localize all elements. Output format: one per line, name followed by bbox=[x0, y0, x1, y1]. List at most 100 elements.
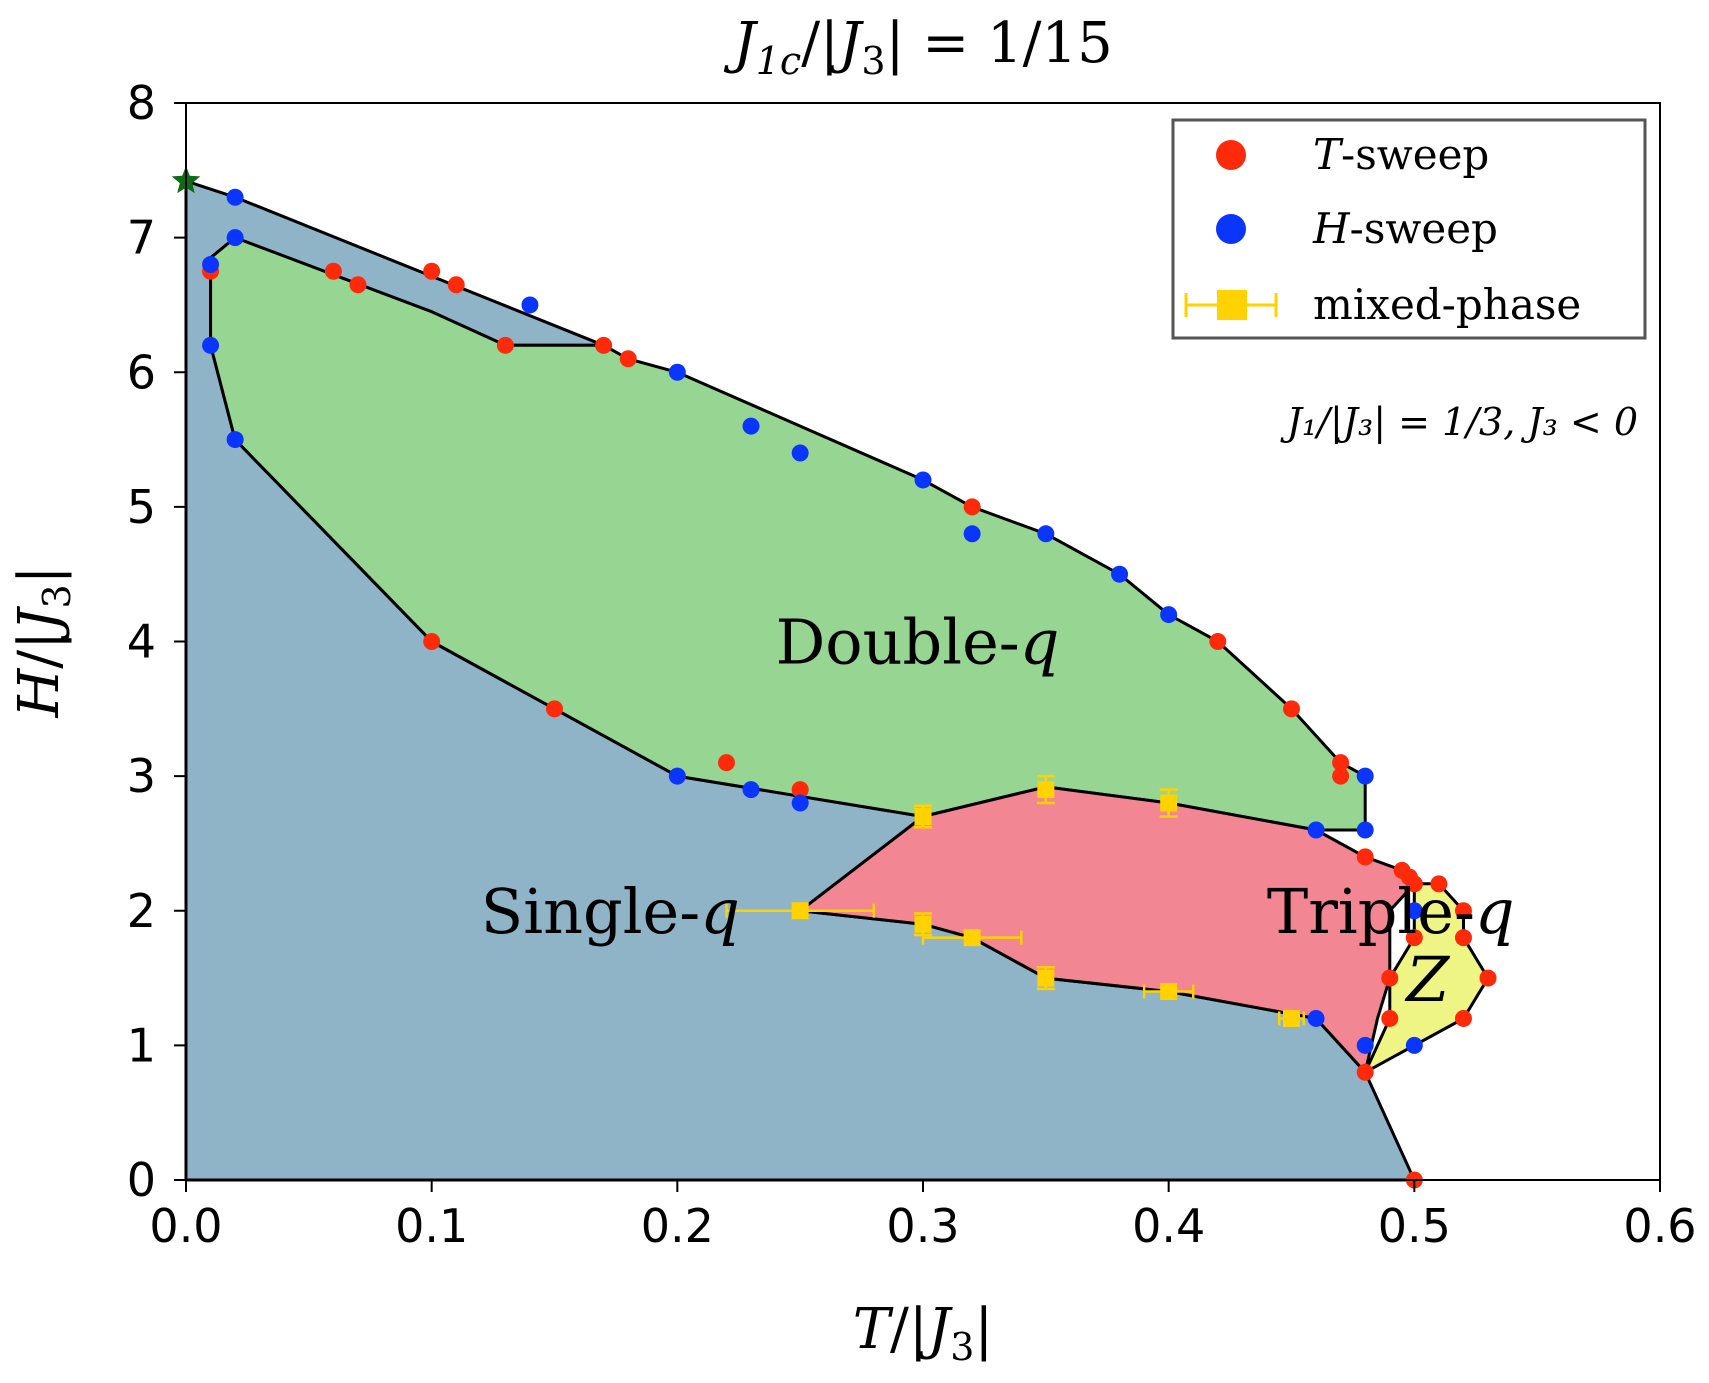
h-sweep-point bbox=[791, 794, 809, 812]
x-tick-label: 0.6 bbox=[1623, 1199, 1696, 1253]
h-sweep-point bbox=[226, 431, 244, 449]
xlabel-tail: | bbox=[974, 1297, 993, 1362]
region-label-q: q bbox=[700, 875, 740, 948]
legend-h-sweep-marker bbox=[1216, 214, 1246, 244]
x-tick-label: 0.1 bbox=[395, 1199, 468, 1253]
y-tick-label: 0 bbox=[127, 1153, 156, 1207]
mixed-phase-point bbox=[1037, 781, 1055, 799]
t-sweep-point bbox=[1356, 848, 1374, 866]
h-sweep-point bbox=[1037, 525, 1055, 543]
t-sweep-point bbox=[791, 781, 809, 799]
y-tick-label: 6 bbox=[127, 345, 156, 399]
t-sweep-point bbox=[1332, 754, 1350, 772]
mixed-phase-point bbox=[914, 808, 932, 826]
region-label-text: Triple- bbox=[1267, 875, 1475, 948]
region-label-z: Z bbox=[1404, 943, 1450, 1016]
legend-t-sweep-label: T-sweep bbox=[1313, 130, 1489, 179]
region-label-q: q bbox=[1020, 606, 1060, 679]
t-sweep-point bbox=[595, 336, 613, 354]
t-sweep-point bbox=[546, 700, 563, 718]
legend-h-math: H bbox=[1312, 204, 1351, 253]
h-sweep-point bbox=[226, 188, 244, 206]
y-tick-label: 7 bbox=[127, 211, 156, 265]
t-sweep-point bbox=[717, 754, 735, 772]
mixed-phase-point bbox=[963, 929, 981, 947]
t-sweep-point bbox=[1405, 875, 1423, 893]
t-sweep-point bbox=[1479, 969, 1497, 987]
phase-regions bbox=[184, 179, 1490, 1182]
ylabel-h: H bbox=[7, 668, 72, 719]
region-label-single-q: Single-q bbox=[481, 875, 740, 948]
y-tick-label: 8 bbox=[127, 76, 156, 130]
h-sweep-point bbox=[1405, 1036, 1423, 1054]
h-sweep-point bbox=[202, 256, 220, 274]
t-sweep-point bbox=[1430, 875, 1448, 893]
legend-t-math: T bbox=[1313, 130, 1344, 179]
h-sweep-point bbox=[1160, 606, 1178, 624]
t-sweep-point bbox=[423, 633, 441, 650]
y-tick-label: 5 bbox=[127, 480, 156, 534]
t-sweep-point bbox=[963, 498, 981, 516]
t-sweep-point bbox=[1381, 1009, 1399, 1027]
legend-t-suffix: -sweep bbox=[1341, 130, 1489, 179]
xlabel-t: T bbox=[853, 1297, 894, 1362]
h-sweep-point bbox=[1405, 902, 1423, 920]
t-sweep-point bbox=[1454, 902, 1472, 920]
t-sweep-point bbox=[619, 350, 637, 368]
title-slash: /| bbox=[801, 11, 839, 76]
legend-square-marker bbox=[1217, 290, 1247, 320]
t-sweep-point bbox=[496, 336, 514, 354]
y-tick-label: 4 bbox=[127, 615, 156, 669]
h-sweep-point bbox=[742, 781, 760, 799]
t-sweep-point bbox=[1405, 929, 1423, 947]
mixed-phase-point bbox=[791, 902, 809, 920]
t-sweep-point bbox=[324, 262, 342, 280]
region-label-q: q bbox=[1475, 875, 1515, 948]
h-sweep-point bbox=[963, 525, 981, 543]
region-label-text: Single- bbox=[481, 875, 700, 948]
t-sweep-point bbox=[447, 276, 465, 294]
x-tick-label: 0.3 bbox=[886, 1199, 959, 1253]
chart-title: J1c/|J3| = 1/15 bbox=[723, 11, 1112, 83]
y-tick-label: 1 bbox=[127, 1018, 156, 1072]
h-sweep-point bbox=[226, 229, 244, 247]
title-tail: | = 1/15 bbox=[886, 11, 1113, 76]
h-sweep-point bbox=[202, 336, 220, 354]
mixed-phase-point bbox=[914, 915, 932, 933]
t-sweep-point bbox=[1356, 1063, 1374, 1081]
mixed-phase-point bbox=[1283, 1009, 1300, 1027]
parameter-annotation: J₁/|J₃| = 1/3, J₃ < 0 bbox=[1280, 400, 1638, 444]
t-sweep-point bbox=[1332, 767, 1350, 785]
t-sweep-point bbox=[1454, 929, 1472, 947]
h-sweep-point bbox=[742, 417, 760, 435]
t-sweep-point bbox=[423, 262, 441, 280]
region-label-double-q: Double-q bbox=[776, 606, 1060, 679]
legend-mixed-phase-marker bbox=[1184, 290, 1278, 320]
data-points bbox=[171, 166, 1497, 1189]
h-sweep-point bbox=[1356, 821, 1374, 839]
t-sweep-point bbox=[1209, 633, 1227, 650]
h-sweep-point bbox=[521, 296, 539, 314]
h-sweep-point bbox=[914, 471, 932, 489]
mixed-phase-point bbox=[1160, 983, 1178, 1001]
x-tick-label: 0.5 bbox=[1378, 1199, 1451, 1253]
ylabel-slash: /| bbox=[7, 631, 72, 669]
legend-t-sweep-marker bbox=[1216, 140, 1246, 170]
x-tick-label: 0.0 bbox=[149, 1199, 222, 1253]
mixed-phase-point bbox=[1037, 969, 1055, 987]
ylabel-j-sub: 3 bbox=[35, 584, 79, 608]
y-tick-label: 2 bbox=[127, 884, 156, 938]
title-j1c: J bbox=[723, 11, 759, 76]
t-sweep-point bbox=[1381, 969, 1399, 987]
h-sweep-point bbox=[791, 444, 809, 462]
h-sweep-point bbox=[1356, 1036, 1374, 1054]
y-axis-label: H/|J3| bbox=[7, 565, 79, 718]
legend-mixed-phase-label: mixed-phase bbox=[1313, 280, 1581, 329]
xlabel-j-sub: 3 bbox=[950, 1325, 974, 1369]
region-label-text: Double- bbox=[776, 606, 1020, 679]
h-sweep-point bbox=[1307, 1009, 1325, 1027]
legend-box bbox=[1171, 118, 1647, 340]
